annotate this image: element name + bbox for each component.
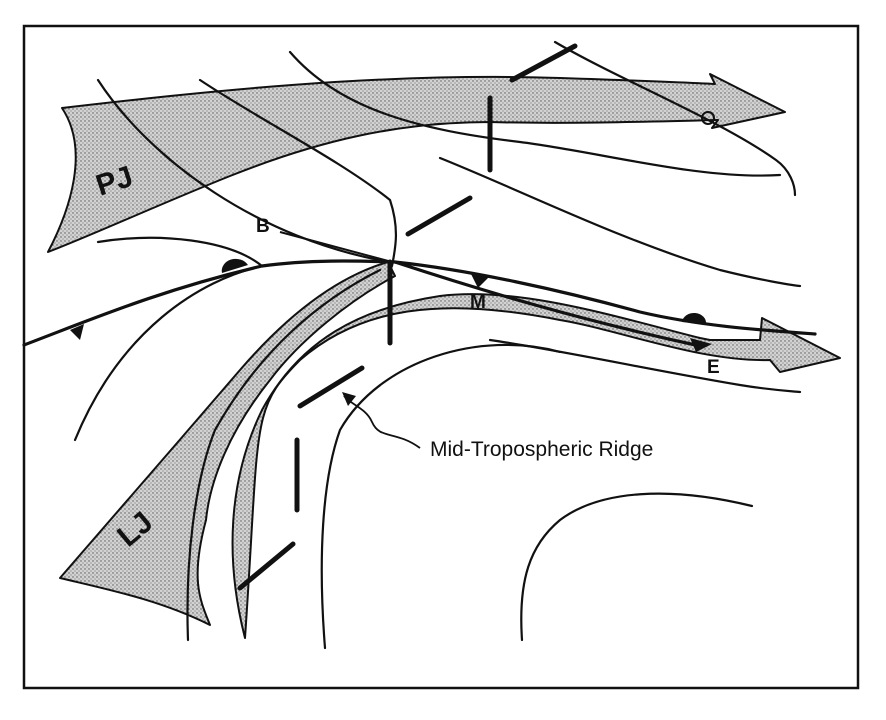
streamline [488, 338, 802, 394]
warm-front-symbol [221, 258, 248, 273]
annotation-pointer [343, 395, 421, 449]
cold-front-symbol [470, 272, 490, 288]
warm-front-symbol [682, 312, 707, 324]
ridge-axis-mark [297, 365, 365, 409]
streamline [520, 492, 754, 642]
streamline [198, 78, 398, 268]
streamline [438, 156, 802, 288]
surface-front-branch [393, 260, 702, 348]
polar-jet-band [47, 73, 786, 253]
streamline [553, 40, 797, 197]
point-e-label: E [707, 357, 720, 378]
jet-maximum-marker [701, 111, 715, 125]
low-level-jet-west-band [59, 261, 396, 626]
ridge-axis-mark [237, 541, 296, 591]
ridge-axis-mark [405, 195, 473, 237]
point-m-label: M [470, 292, 486, 313]
point-b-label: B [256, 216, 270, 237]
streamline [186, 268, 382, 642]
streamline [288, 50, 782, 177]
cold-front-symbol [70, 324, 84, 340]
ridge-annotation: Mid-Tropospheric Ridge [430, 438, 653, 461]
cold-front-symbol [690, 338, 712, 352]
low-level-jet-band [231, 293, 841, 639]
point-b-leader [279, 231, 393, 263]
annotation-arrowhead [342, 392, 356, 406]
trough-axis-mark [509, 43, 578, 83]
streamline [96, 78, 392, 264]
streamline [320, 343, 562, 650]
